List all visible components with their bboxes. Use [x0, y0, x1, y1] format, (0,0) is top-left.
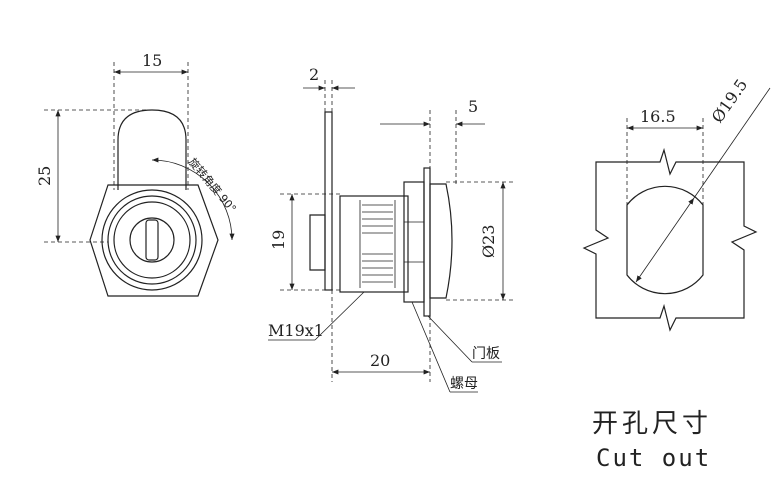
- cam-tab-outline: [117, 109, 187, 190]
- height-dim-label: 25: [35, 166, 54, 186]
- thread-label: M19x1: [268, 321, 324, 340]
- door-panel: [423, 167, 431, 317]
- panel-label: 门板: [472, 346, 500, 362]
- flange-dim-label: 5: [468, 97, 478, 116]
- rotation-arc: [151, 157, 235, 241]
- key-cylinder: [129, 217, 175, 263]
- cam-plate: [324, 111, 333, 291]
- panel-break-outline: [582, 147, 758, 332]
- tail-shaft: [309, 214, 326, 271]
- face-outer-ring: [101, 189, 203, 291]
- face-ring-3: [113, 201, 191, 279]
- cutout-diameter-label: Ø19.5: [708, 75, 752, 126]
- thread-hatch: [359, 200, 396, 288]
- height-19-label: 19: [269, 230, 288, 250]
- cutout-shape: [626, 185, 704, 295]
- hex-nut-side: [403, 181, 425, 303]
- flat-width-dim-label: 16.5: [640, 107, 676, 126]
- width-dim-label: 15: [142, 51, 162, 70]
- cutout-caption-cn: 开孔尺寸: [592, 409, 712, 439]
- cutout-view: 16.5 Ø19.5 开孔尺寸 Cut out: [582, 75, 771, 472]
- nut-label: 螺母: [450, 376, 478, 392]
- cam-thickness-dim-label: 2: [309, 65, 319, 84]
- length-20-label: 20: [370, 351, 390, 370]
- thread-body: [339, 195, 409, 293]
- head-flange: [429, 183, 453, 299]
- front-view: 旋转角度 90° 15 25: [35, 51, 239, 297]
- diameter-23-label: Ø23: [479, 225, 498, 258]
- keyway-slot: [145, 219, 159, 261]
- side-view: 2 5 19 Ø23 M19x1 20 门板 螺母: [268, 65, 516, 393]
- face-ring-2: [107, 195, 197, 285]
- cutout-caption-en: Cut out: [596, 444, 711, 472]
